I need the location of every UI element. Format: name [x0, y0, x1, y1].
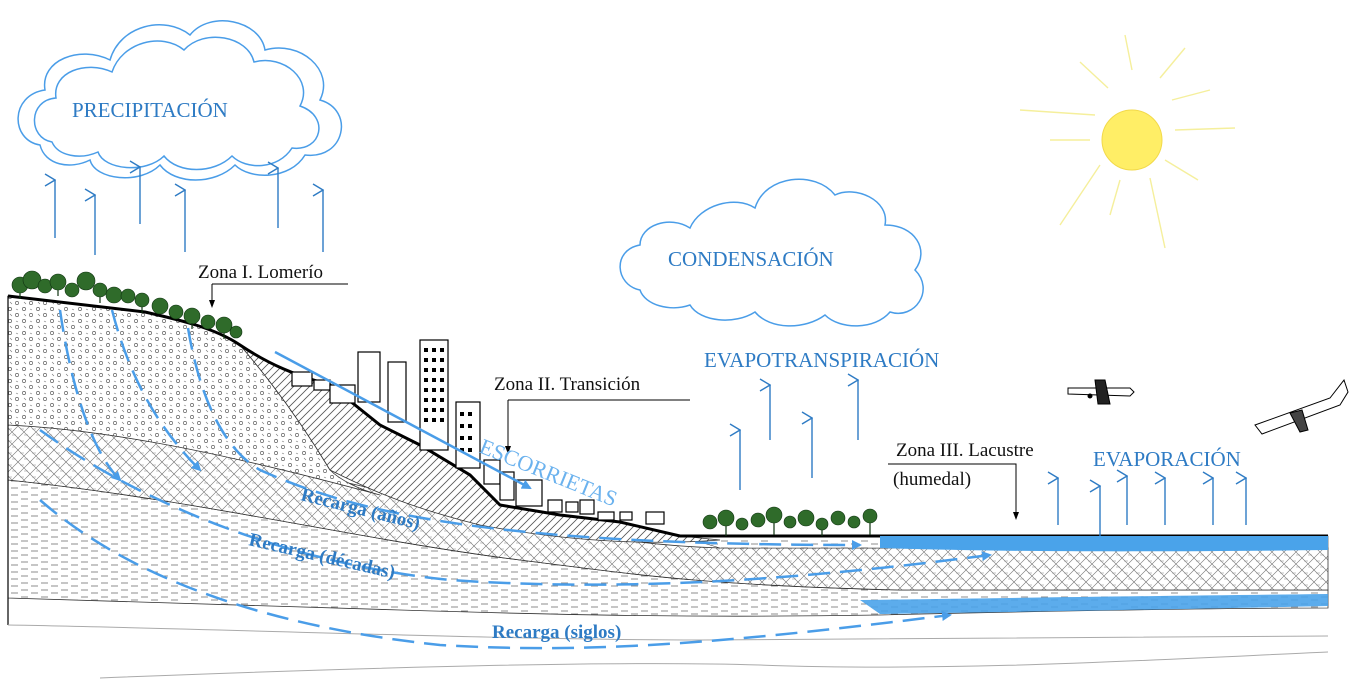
zone2-label: Zona II. Transición: [494, 374, 641, 395]
zone3-leader: [888, 463, 1017, 518]
ground-surface: [7, 294, 1328, 538]
evaporation-arrows: [1058, 476, 1246, 536]
zone1-label: Zona I. Lomerío: [198, 262, 323, 283]
recharge-centuries-label: Recarga (siglos): [492, 622, 621, 643]
runoff-arrow: [274, 350, 532, 490]
condensation-label: CONDENSACIÓN: [668, 247, 834, 271]
tree-trunks: [19, 290, 871, 536]
cloud-icon: [17, 20, 343, 181]
rain-arrows: [55, 167, 323, 255]
cloud-icon: [619, 178, 924, 327]
recharge-flows: [39, 309, 992, 650]
precipitation-label: PRECIPITACIÓN: [72, 98, 228, 122]
evaporation-label: EVAPORACIÓN: [1093, 447, 1241, 471]
wetland-water: [860, 536, 1328, 614]
airplane-icon: [1067, 379, 1135, 405]
evapotranspiration-label: EVAPOTRANSPIRACIÓN: [704, 348, 939, 372]
tree-icon: [11, 270, 878, 531]
evapotranspiration-arrows: [740, 380, 858, 490]
zone1-leader: [211, 283, 348, 306]
sun-icon: [1019, 34, 1236, 249]
zone3-label: Zona III. Lacustre: [896, 440, 1034, 461]
zone2-leader: [507, 399, 690, 452]
airplane-icon: [1254, 378, 1349, 435]
strata: [7, 294, 1329, 679]
building-windows: [424, 348, 472, 452]
zone3-sublabel: (humedal): [893, 469, 971, 490]
